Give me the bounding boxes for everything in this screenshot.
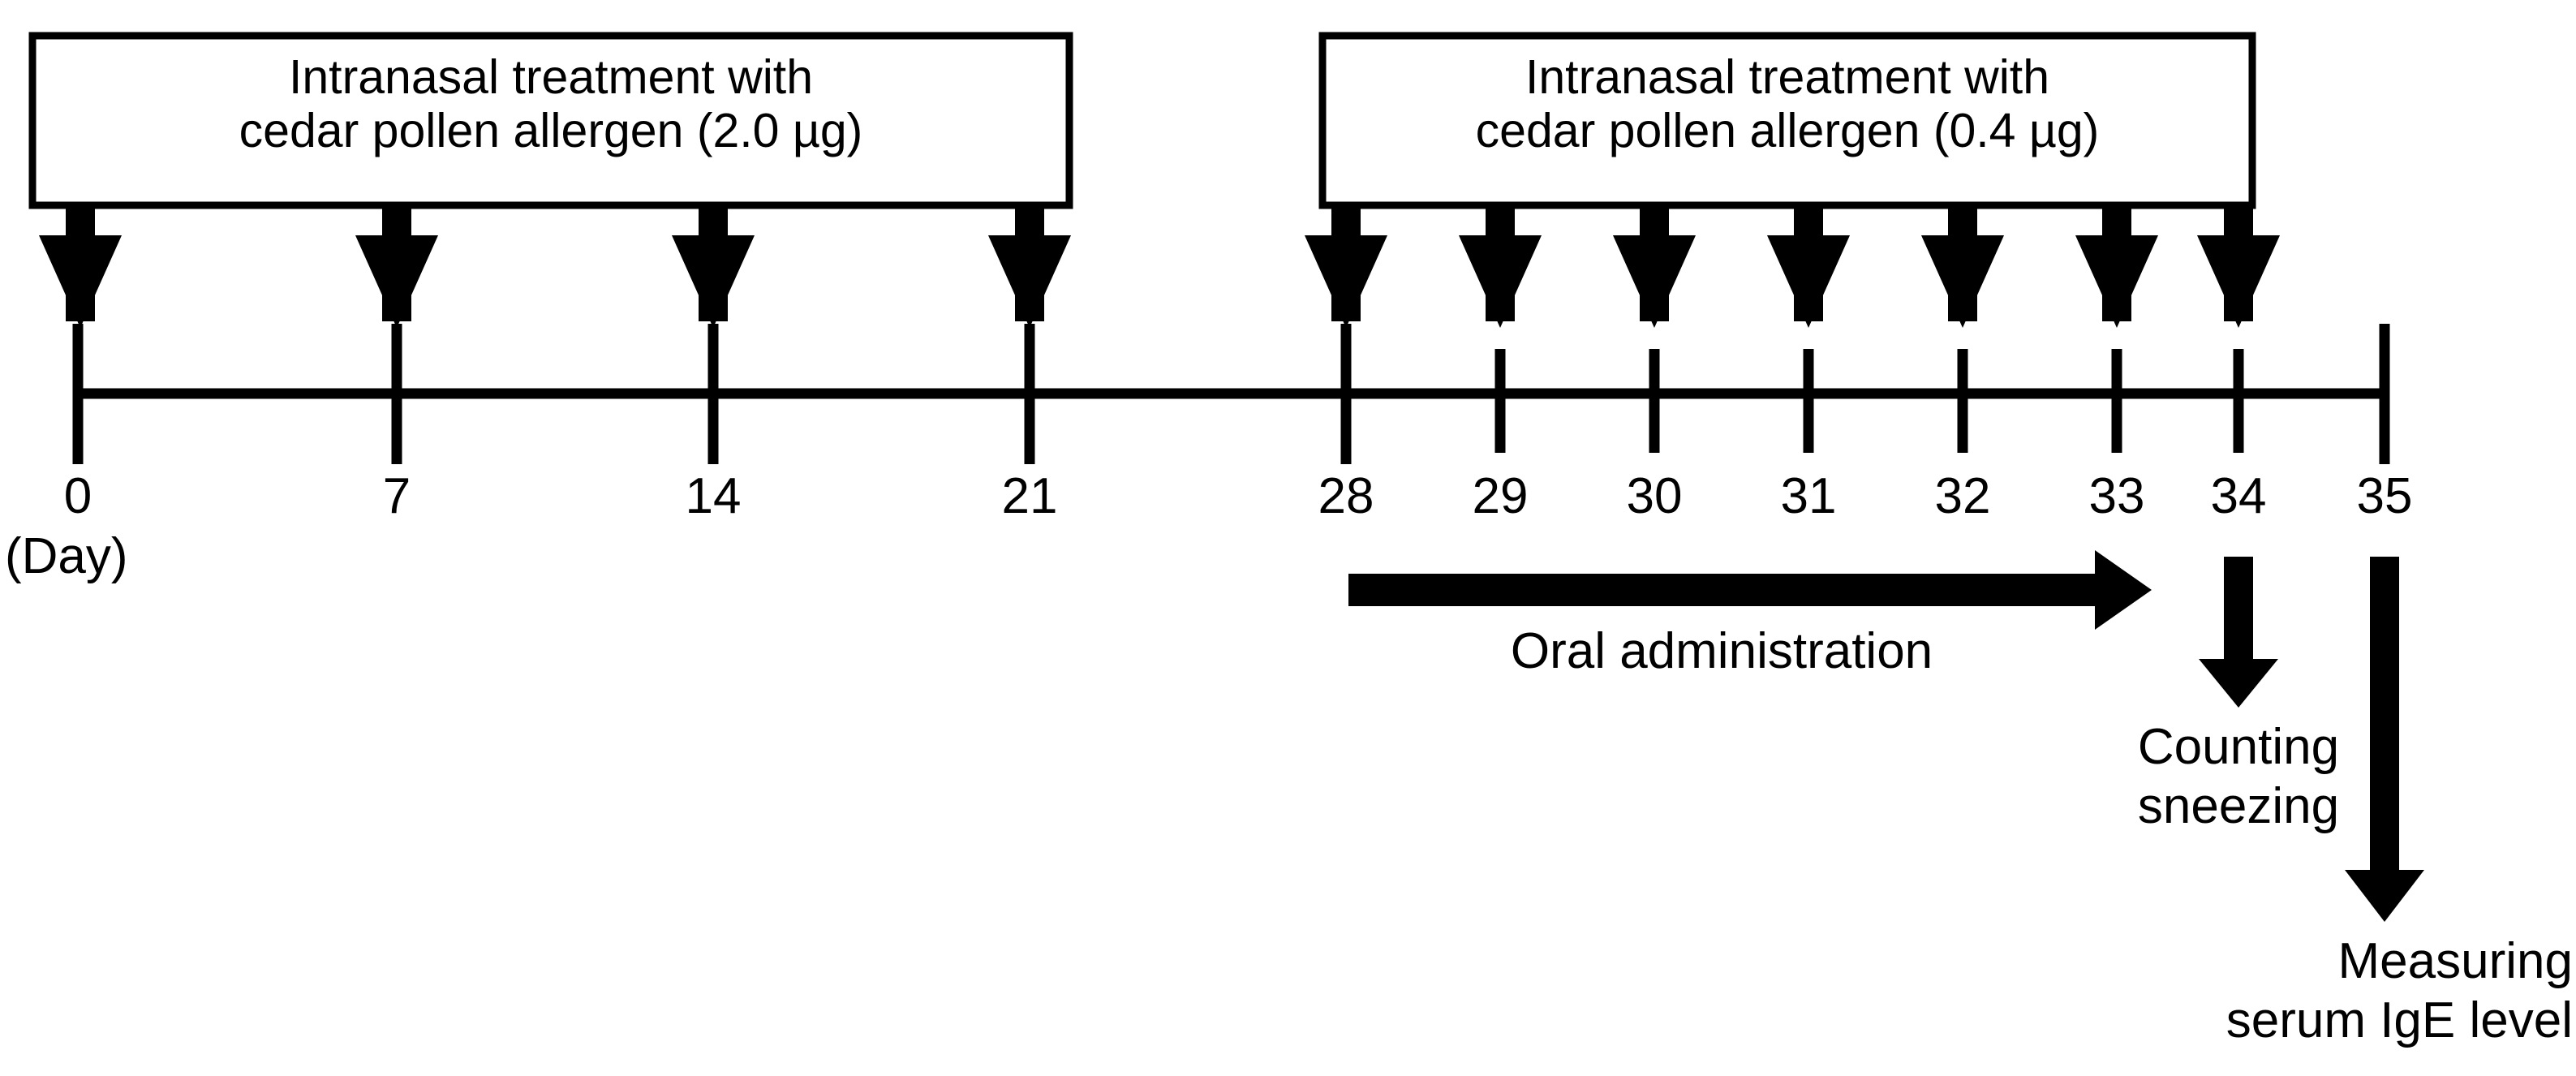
day-label-0: 0 [63,468,92,524]
dosing-arrow-day-31 [1767,203,1850,328]
day-label-28: 28 [1318,468,1374,524]
timeline-major-ticks [72,324,2390,464]
counting-sneezing-arrow [2199,557,2278,708]
dosing-arrow-day-0 [39,203,122,328]
day-label-32: 32 [1934,468,1991,524]
dosing-arrow-group-1 [39,203,1071,328]
dosing-arrow-day-32 [1921,203,2004,328]
treatment-box-1 [28,32,1073,209]
day-label-35: 35 [2356,468,2413,524]
day-label-14: 14 [685,468,742,524]
treatment-box-2-line2: cedar pollen allergen (0.4 µg) [1475,104,2100,158]
dosing-arrow-day-30 [1613,203,1696,328]
day-label-34: 34 [2210,468,2267,524]
treatment-box-1-line1: Intranasal treatment with [288,50,814,104]
day-label-31: 31 [1780,468,1837,524]
treatment-box-1-text: Intranasal treatment with cedar pollen a… [32,50,1069,157]
dosing-arrow-day-29 [1459,203,1542,328]
counting-sneezing-line1: Counting [2137,719,2340,775]
dosing-arrow-day-7 [355,203,438,328]
measuring-ige-label: Measuring serum IgE level [1846,932,2573,1050]
measuring-ige-line1: Measuring [2337,933,2573,989]
dosing-arrow-day-21 [988,203,1071,328]
oral-administration-label: Oral administration [1510,623,1933,679]
day-label-21: 21 [1001,468,1058,524]
dosing-arrow-day-33 [2075,203,2158,328]
axis-unit-label: (Day) [5,528,128,584]
treatment-box-1-line2: cedar pollen allergen (2.0 µg) [239,104,863,158]
treatment-box-2-text: Intranasal treatment with cedar pollen a… [1322,50,2252,157]
measuring-ige-arrow [2345,557,2424,922]
oral-administration-arrow [1348,550,2152,630]
counting-sneezing-label: Counting sneezing [2011,717,2466,836]
treatment-box-2 [1318,32,2256,209]
day-label-29: 29 [1472,468,1529,524]
timeline-minor-ticks [1494,349,2244,453]
day-label-7: 7 [382,468,411,524]
measuring-ige-line2: serum IgE level [2226,992,2573,1049]
dosing-arrow-day-34 [2197,203,2280,328]
day-label-33: 33 [2088,468,2145,524]
dosing-arrow-day-14 [672,203,755,328]
dosing-arrow-day-28 [1305,203,1387,328]
treatment-box-2-line1: Intranasal treatment with [1525,50,2050,104]
dosing-arrow-group-2 [1305,203,2280,328]
day-label-30: 30 [1626,468,1683,524]
counting-sneezing-line2: sneezing [2137,778,2340,835]
